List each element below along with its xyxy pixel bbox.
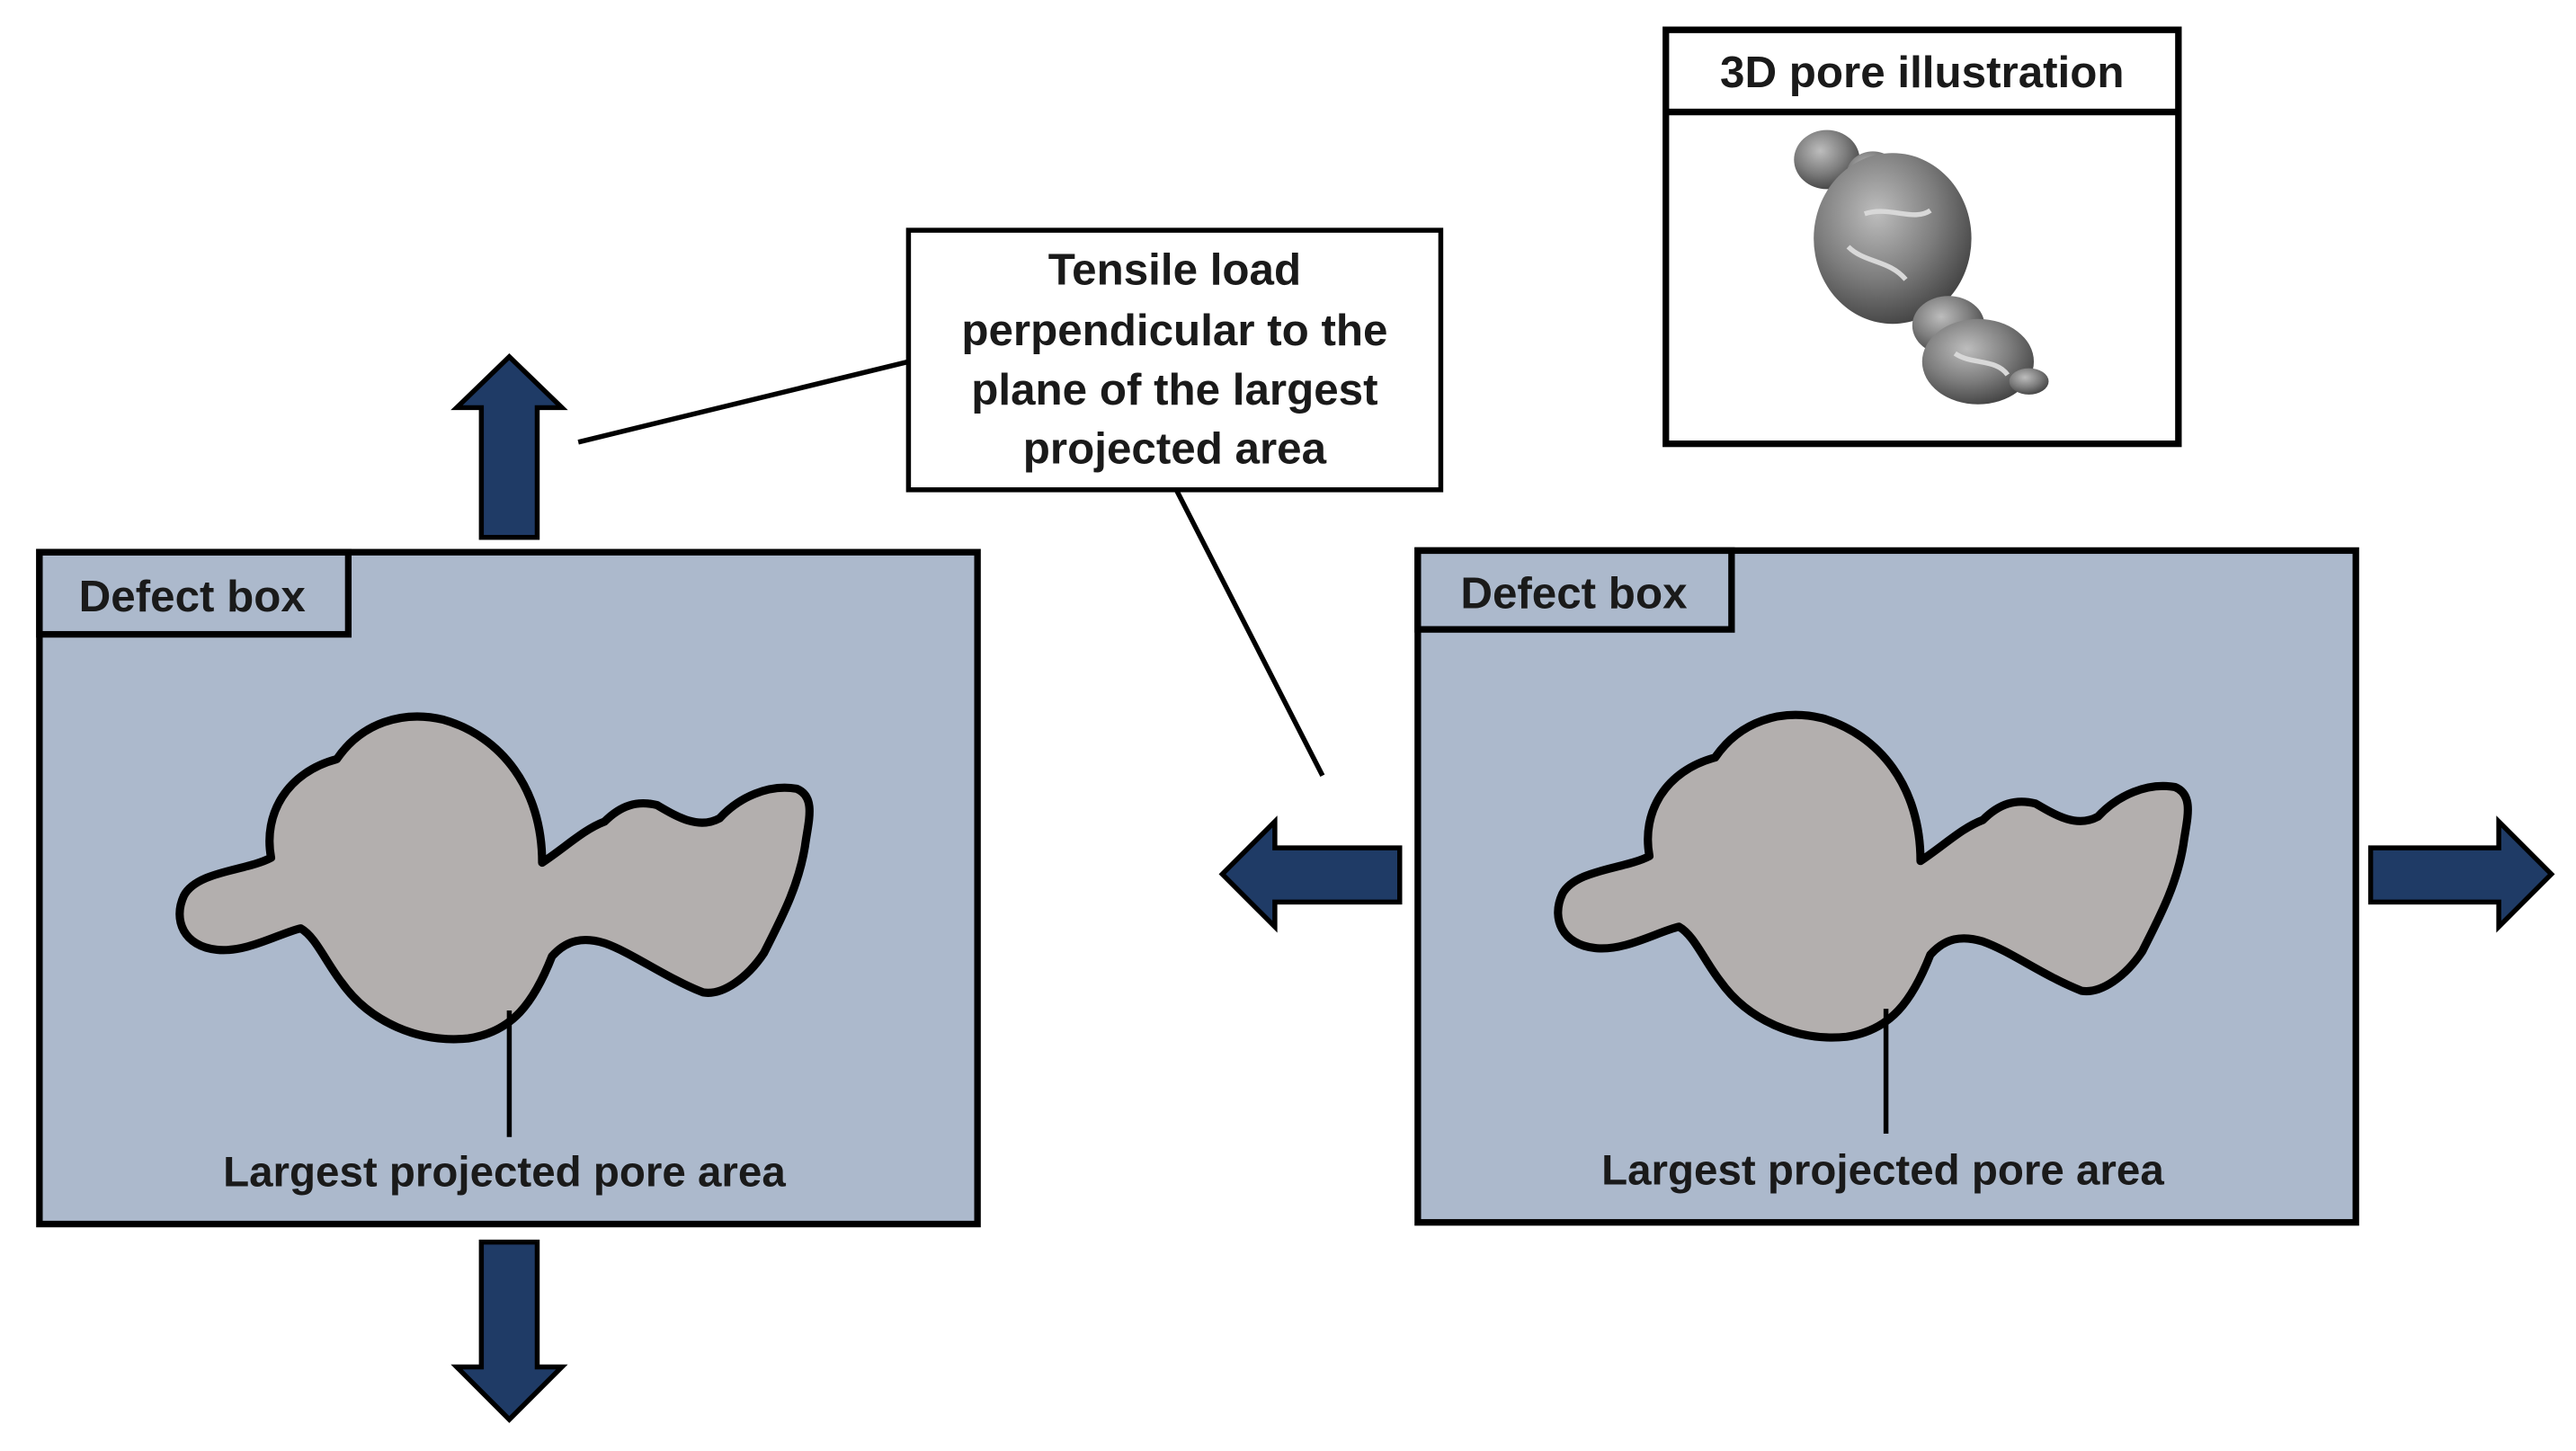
tensile-arrow-up: [450, 352, 568, 540]
largest-projected-pore-shape: [1554, 710, 2192, 1042]
right-defect-panel: Defect box Largest projected pore area: [1414, 547, 2359, 1226]
left-defect-panel: Defect box Largest projected pore area: [36, 548, 981, 1228]
largest-projected-pore-shape: [175, 712, 814, 1044]
callout-frame: [905, 227, 1444, 493]
tensile-arrow-down: [450, 1239, 568, 1423]
callout-pointer-right: [1173, 488, 1325, 777]
callout-line-3: plane of the largest: [971, 365, 1377, 414]
callout-line-1: Tensile load: [1048, 245, 1301, 294]
pore-area-caption: Largest projected pore area: [1601, 1147, 2164, 1195]
callout-line-4: projected area: [1023, 424, 1327, 474]
callout-line-2: perpendicular to the: [961, 306, 1387, 355]
defect-box-tag-frame: [36, 548, 352, 638]
pore-3d-inset: 3D pore illustration: [1662, 26, 2182, 448]
defect-box-tag-frame: [1414, 547, 1735, 633]
tensile-arrow-right: [2367, 815, 2555, 933]
pore-3d-render: [1794, 129, 2049, 405]
defect-box-tag: Defect box: [1460, 568, 1688, 618]
tensile-load-callout: Tensile load perpendicular to the plane …: [577, 227, 1444, 777]
defect-box-tag: Defect box: [79, 572, 307, 621]
tensile-arrow-left: [1218, 815, 1403, 933]
callout-pointer-left: [577, 359, 910, 445]
inset-title: 3D pore illustration: [1720, 48, 2125, 97]
pore-area-caption: Largest projected pore area: [223, 1149, 786, 1197]
